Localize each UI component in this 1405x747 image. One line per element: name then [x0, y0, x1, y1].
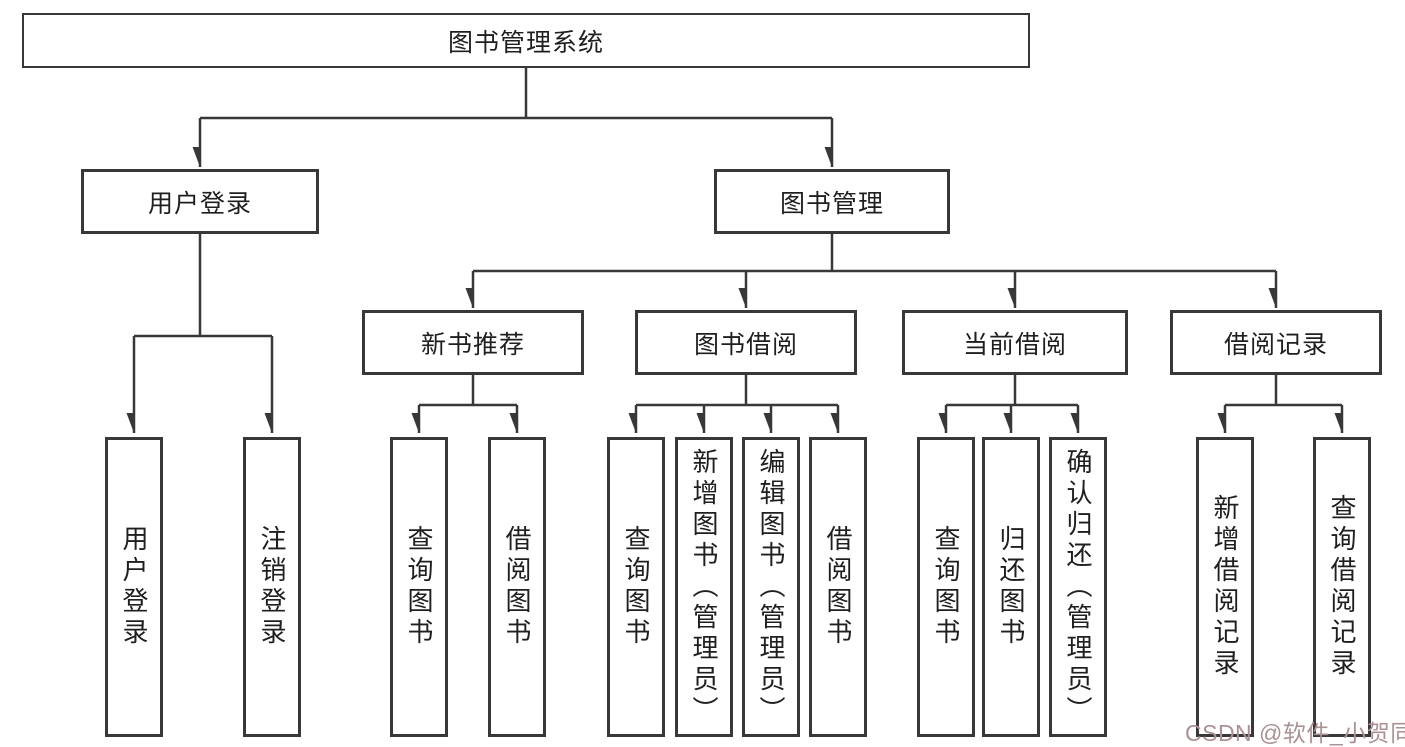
leaf-return-books: 归还图书: [982, 437, 1040, 737]
node-user-login: 用户登录: [81, 169, 319, 234]
leaf-confirm-return-admin: 确认归还（管理员）: [1049, 437, 1107, 737]
node-current-borrow: 当前借阅: [902, 310, 1128, 375]
node-new-book-recommend: 新书推荐: [362, 310, 584, 375]
node-book-management: 图书管理: [714, 169, 950, 234]
leaf-newbook-borrow-books-label: 借阅图书: [502, 525, 532, 649]
leaf-logout-label: 注销登录: [257, 525, 287, 649]
leaf-borrow-books: 借阅图书: [809, 437, 867, 737]
leaf-query-borrow-record: 查询借阅记录: [1313, 437, 1371, 737]
leaf-newbook-borrow-books: 借阅图书: [488, 437, 546, 737]
leaf-add-books-admin: 新增图书（管理员）: [675, 437, 733, 737]
leaf-add-borrow-record: 新增借阅记录: [1196, 437, 1254, 737]
node-borrow-records: 借阅记录: [1170, 310, 1382, 375]
watermark: CSDN @软件_小贺同学: [1185, 720, 1405, 746]
leaf-return-books-label: 归还图书: [996, 525, 1026, 649]
leaf-newbook-query-books-label: 查询图书: [404, 525, 434, 649]
leaf-edit-books-admin: 编辑图书（管理员）: [742, 437, 800, 737]
leaf-query-borrow-record-label: 查询借阅记录: [1327, 494, 1357, 680]
leaf-edit-books-admin-label: 编辑图书（管理员）: [756, 447, 786, 727]
leaf-borrow-query-books: 查询图书: [607, 437, 665, 737]
leaf-current-query-books-label: 查询图书: [931, 525, 961, 649]
leaf-current-query-books: 查询图书: [917, 437, 975, 737]
leaf-user-login: 用户登录: [105, 437, 163, 737]
node-book-borrow: 图书借阅: [635, 310, 857, 375]
leaf-newbook-query-books: 查询图书: [390, 437, 448, 737]
leaf-add-borrow-record-label: 新增借阅记录: [1210, 494, 1240, 680]
leaf-confirm-return-admin-label: 确认归还（管理员）: [1063, 447, 1093, 727]
leaf-add-books-admin-label: 新增图书（管理员）: [689, 447, 719, 727]
leaf-borrow-query-books-label: 查询图书: [621, 525, 651, 649]
node-root-library-system: 图书管理系统: [22, 13, 1030, 68]
leaf-borrow-books-label: 借阅图书: [823, 525, 853, 649]
leaf-user-login-label: 用户登录: [119, 525, 149, 649]
leaf-logout: 注销登录: [243, 437, 301, 737]
